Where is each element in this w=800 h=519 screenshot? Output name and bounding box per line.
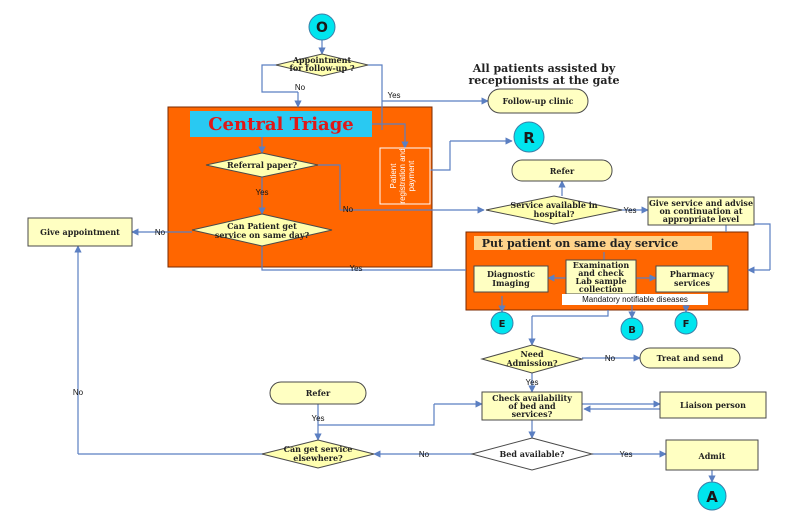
- connector-e: E: [490, 311, 514, 335]
- connector-o: O: [308, 13, 336, 41]
- decision-same-day: Can Patient get service on same day?: [191, 213, 333, 247]
- svg-text:Need: Need: [520, 349, 543, 359]
- give-service-box: Give service and advise on continuation …: [647, 196, 755, 226]
- svg-text:Can Patient get: Can Patient get: [227, 221, 297, 231]
- svg-text:E: E: [499, 319, 506, 330]
- liaison-person-box: Liaison person: [659, 391, 767, 419]
- svg-text:Central Triage: Central Triage: [208, 114, 354, 135]
- svg-text:R: R: [523, 129, 535, 147]
- label-yes-referral: Yes: [255, 188, 268, 197]
- svg-text:service on same day?: service on same day?: [215, 230, 310, 240]
- label-no-elsewhere: No: [73, 388, 84, 397]
- refer-left-box: Refer: [269, 381, 367, 405]
- label-yes-admission: Yes: [525, 378, 538, 387]
- same-day-title: Put patient on same day service: [474, 236, 712, 250]
- label-yes-appointment: Yes: [387, 91, 400, 100]
- connector-b: B: [620, 317, 644, 341]
- label-no-same-day: No: [155, 228, 166, 237]
- svg-text:Patient: Patient: [389, 163, 398, 189]
- diagnostic-imaging-box: Diagnostic Imaging: [473, 265, 549, 293]
- svg-text:Pharmacy: Pharmacy: [670, 269, 715, 279]
- svg-text:Admission?: Admission?: [505, 358, 558, 368]
- svg-text:for follow-up ?: for follow-up ?: [289, 63, 354, 73]
- decision-bed-available: Bed available?: [470, 437, 594, 471]
- decision-need-admission: Need Admission?: [480, 344, 584, 374]
- note-line-1: All patients assisted by: [472, 62, 616, 75]
- connector-f: F: [674, 311, 698, 335]
- label-yes-service: Yes: [623, 206, 636, 215]
- svg-text:Liaison person: Liaison person: [680, 400, 746, 410]
- label-no-admission: No: [605, 354, 616, 363]
- decision-elsewhere: Can get service elsewhere?: [261, 439, 375, 469]
- svg-text:Service available in: Service available in: [510, 200, 597, 210]
- svg-text:Mandatory notifiable diseases: Mandatory notifiable diseases: [582, 295, 688, 304]
- svg-text:elsewhere?: elsewhere?: [293, 453, 343, 463]
- svg-text:hospital?: hospital?: [534, 209, 575, 219]
- svg-text:Referral paper?: Referral paper?: [227, 160, 297, 170]
- svg-text:A: A: [706, 488, 718, 506]
- patient-registration-box: Patient registration and payment: [379, 147, 431, 205]
- decision-service-available: Service available in hospital?: [485, 195, 623, 225]
- pharmacy-box: Pharmacy services: [655, 265, 729, 293]
- label-yes-elsewhere: Yes: [311, 414, 324, 423]
- svg-text:O: O: [316, 20, 328, 36]
- svg-text:on continuation at: on continuation at: [659, 206, 742, 216]
- refer-top-box: Refer: [511, 159, 613, 182]
- svg-text:services: services: [674, 278, 710, 288]
- mandatory-notifiable-label: Mandatory notifiable diseases: [562, 294, 708, 305]
- svg-text:Follow-up clinic: Follow-up clinic: [502, 96, 573, 106]
- connector-a: A: [697, 481, 727, 511]
- svg-text:Admit: Admit: [698, 451, 726, 461]
- check-bed-box: Check availability of bed and services?: [481, 391, 583, 421]
- note-line-2: receptionists at the gate: [468, 74, 619, 87]
- label-no-referral: No: [343, 205, 354, 214]
- svg-text:payment: payment: [407, 160, 416, 191]
- svg-text:Lab sample: Lab sample: [575, 276, 626, 286]
- treat-and-send-box: Treat and send: [639, 347, 741, 369]
- label-yes-bed: Yes: [619, 450, 632, 459]
- svg-text:of bed and: of bed and: [508, 401, 556, 411]
- connector-lines: [74, 40, 771, 483]
- svg-text:Give appointment: Give appointment: [40, 227, 120, 237]
- central-triage-title: Central Triage: [190, 111, 372, 137]
- label-no-appointment: No: [295, 83, 306, 92]
- svg-text:Put patient on same day servic: Put patient on same day service: [482, 237, 678, 250]
- svg-text:Treat and send: Treat and send: [657, 353, 724, 363]
- svg-text:Give service and advise: Give service and advise: [649, 198, 753, 208]
- follow-up-clinic-box: Follow-up clinic: [487, 88, 589, 114]
- svg-text:B: B: [628, 325, 636, 336]
- svg-text:services?: services?: [512, 409, 553, 419]
- give-appointment-box: Give appointment: [27, 217, 133, 247]
- label-yes-same-day: Yes: [349, 264, 362, 273]
- svg-text:collection: collection: [579, 284, 623, 294]
- examination-box: Examination and check Lab sample collect…: [565, 259, 637, 295]
- decision-appointment: Appointment for follow-up ?: [275, 53, 369, 77]
- svg-text:appropriate level: appropriate level: [663, 214, 739, 224]
- svg-text:Imaging: Imaging: [492, 278, 530, 288]
- svg-text:registration and: registration and: [398, 148, 407, 203]
- svg-text:F: F: [683, 319, 690, 330]
- svg-text:Refer: Refer: [306, 388, 331, 398]
- svg-text:Diagnostic: Diagnostic: [487, 269, 535, 279]
- label-no-bed: No: [419, 450, 430, 459]
- svg-text:Bed available?: Bed available?: [500, 449, 565, 459]
- svg-text:Can get service: Can get service: [284, 444, 353, 454]
- svg-text:Refer: Refer: [550, 166, 575, 176]
- connector-r: R: [513, 121, 545, 153]
- admit-box: Admit: [665, 439, 759, 471]
- svg-text:Check availability: Check availability: [492, 393, 572, 403]
- branch-labels: No Yes Yes No No Yes Yes No Yes Yes No Y…: [73, 83, 637, 459]
- decision-referral: Referral paper?: [205, 152, 319, 178]
- svg-text:Appointment: Appointment: [292, 55, 352, 65]
- svg-text:Examination: Examination: [573, 260, 630, 270]
- svg-text:and check: and check: [578, 268, 624, 278]
